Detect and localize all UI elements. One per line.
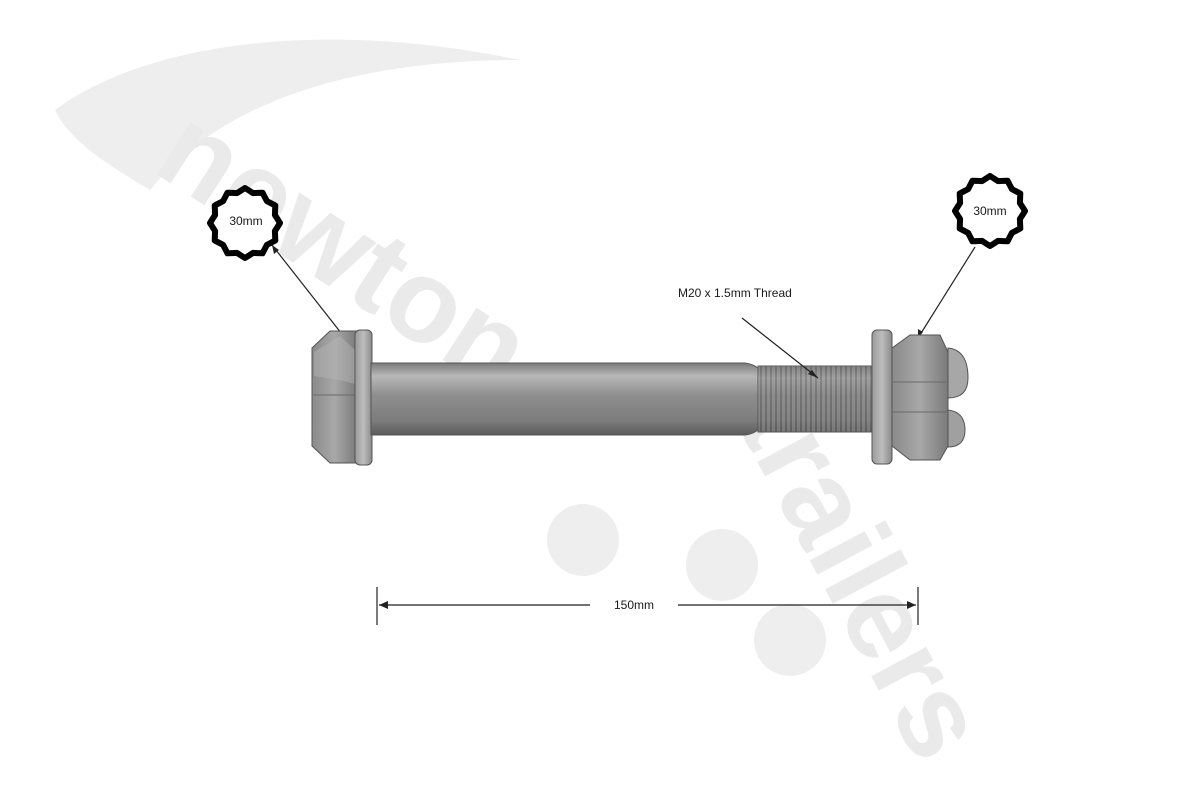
socket-left-icon: 30mm — [207, 185, 283, 261]
thread-leader: M20 x 1.5mm Thread — [678, 286, 819, 379]
watermark-dot — [547, 504, 619, 576]
watermark-swoosh — [55, 39, 520, 190]
leader-right — [917, 246, 976, 339]
bolt-shank — [370, 362, 761, 436]
socket-right-label: 30mm — [973, 204, 1006, 218]
leader-left — [271, 244, 346, 339]
socket-right-icon: 30mm — [952, 173, 1028, 249]
thread-label: M20 x 1.5mm Thread — [678, 286, 792, 300]
bolt-nut — [891, 334, 949, 461]
split-pin — [947, 347, 969, 399]
bolt-flange — [354, 329, 373, 466]
nut-washer — [871, 329, 893, 465]
length-label: 150mm — [614, 598, 654, 612]
bolt — [311, 329, 969, 466]
watermark-dot — [686, 529, 758, 601]
socket-left-label: 30mm — [229, 214, 262, 228]
length-dimension — [376, 587, 919, 625]
watermark-dot — [754, 604, 826, 676]
